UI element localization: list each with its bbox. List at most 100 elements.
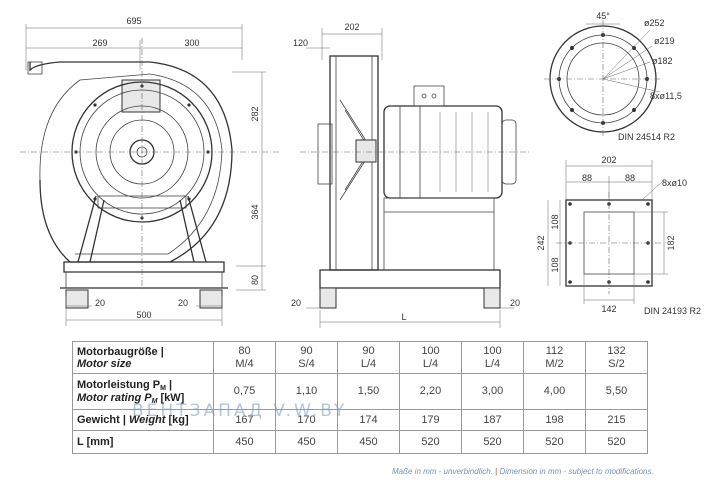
technical-drawing: 695 269 300 <box>20 11 701 328</box>
cell-rating: 5,50 <box>585 373 648 410</box>
header-rating-en-text: Motor rating P <box>77 391 152 404</box>
dim-square-lower: 108 <box>550 257 560 272</box>
dim-flange-angle: 45° <box>596 11 610 21</box>
cell-length: 520 <box>523 430 586 454</box>
header-rating-de-text: Motorleistung P <box>77 378 161 391</box>
dim-side-length: L <box>401 312 406 322</box>
cell-weight: 179 <box>399 409 462 431</box>
header-rating-sub: M <box>160 384 166 392</box>
header-weight-unit: [kg] <box>165 414 189 426</box>
footnote: Maße in mm - unverbindlich. | Dimension … <box>392 467 654 476</box>
dim-square-width: 202 <box>601 155 616 165</box>
cell-size-bottom: S/2 <box>608 357 625 370</box>
header-weight-de: Gewicht | <box>77 414 126 426</box>
cell-size-top: 80 <box>238 344 251 357</box>
square-flange-view: 202 88 88 8xø10 108 242 108 182 142 <box>536 155 701 316</box>
cell-size-top: 112 <box>545 344 564 357</box>
cell-rating: 2,20 <box>399 373 462 410</box>
cell-length: 520 <box>461 430 524 454</box>
dim-front-base: 80 <box>250 275 260 285</box>
header-rating-en-sub: M <box>151 397 158 405</box>
cell-size-top: 100 <box>421 344 440 357</box>
header-motor-size: Motorbaugröße | Motor size <box>72 341 214 374</box>
cell-weight: 198 <box>523 409 586 431</box>
cell-size-bottom: M/2 <box>545 357 564 370</box>
dim-square-inner-height: 182 <box>666 235 676 250</box>
header-motor-size-en: Motor size <box>77 357 132 370</box>
dim-flange-bolt-circle: ø219 <box>654 36 675 46</box>
dim-square-holes: 8xø10 <box>662 178 687 188</box>
cell-length: 450 <box>213 430 276 454</box>
round-flange-view: 45° ø252 ø219 ø182 8xø11,5 DIN 24514 R2 <box>544 11 682 142</box>
front-view: 695 269 300 <box>20 16 280 326</box>
cell-rating: 3,00 <box>461 373 524 410</box>
header-length: L [mm] <box>72 430 214 454</box>
cell-length: 450 <box>337 430 400 454</box>
cell-size-bottom: L/4 <box>484 357 501 370</box>
table-row-length: L [mm] 450 450 450 520 520 520 520 <box>72 430 648 454</box>
cell-length: 520 <box>399 430 462 454</box>
dim-square-half-right: 88 <box>625 173 635 183</box>
cell-size-bottom: M/4 <box>235 357 254 370</box>
table-row-weight: Gewicht | Weight [kg] 167 170 174 179 18… <box>72 409 648 431</box>
cell-weight: 187 <box>461 409 524 431</box>
dim-flange-outer: ø252 <box>644 18 665 28</box>
side-view: 202 120 20 20 <box>291 22 530 328</box>
dim-side-depth: 202 <box>344 22 359 32</box>
cell-rating: 4,00 <box>523 373 586 410</box>
dim-front-base-width: 500 <box>136 310 151 320</box>
cell-size-top: 100 <box>483 344 502 357</box>
dim-front-upper: 282 <box>250 106 260 121</box>
header-motor-size-de: Motorbaugröße | <box>77 345 164 358</box>
header-rating-de-sep: | <box>165 378 173 391</box>
dim-side-foot-left: 20 <box>291 298 301 308</box>
footnote-en: Dimension in mm - subject to modificatio… <box>499 467 654 476</box>
cell-weight: 215 <box>585 409 648 431</box>
dim-square-height: 242 <box>536 235 546 250</box>
header-rating-de: Motorleistung PM | <box>77 379 213 392</box>
dim-square-half-left: 88 <box>582 173 592 183</box>
cell-size-top: 132 <box>607 344 626 357</box>
header-rating-en-unit: [kW] <box>157 391 185 404</box>
cell-size-bottom: L/4 <box>422 357 439 370</box>
cell-size-bottom: S/4 <box>298 357 315 370</box>
cell-rating: 1,10 <box>275 373 338 410</box>
header-rating-en: Motor rating PM [kW] <box>77 392 213 405</box>
dim-flange-inner: ø182 <box>652 56 673 66</box>
cell-size-bottom: L/4 <box>360 357 377 370</box>
dim-flange-holes: 8xø11,5 <box>650 91 682 101</box>
cell-size-top: 90 <box>362 344 375 357</box>
table-row-motor-rating: Motorleistung PM | Motor rating PM [kW] … <box>72 373 648 410</box>
dim-front-left: 269 <box>92 38 107 48</box>
watermark: ВЕНТЗАПАД V.W.BY <box>132 401 348 421</box>
dim-front-foot-right: 20 <box>178 298 188 308</box>
cell-length: 450 <box>275 430 338 454</box>
dim-side-foot-right: 20 <box>510 298 520 308</box>
header-motor-rating: Motorleistung PM | Motor rating PM [kW] <box>72 373 214 410</box>
cell-rating: 1,50 <box>337 373 400 410</box>
cell-size-top: 90 <box>300 344 313 357</box>
dim-front-width: 695 <box>126 16 141 26</box>
dim-square-upper: 108 <box>550 214 560 229</box>
header-weight: Gewicht | Weight [kg] <box>72 409 214 431</box>
dim-square-inner-width: 142 <box>601 304 616 314</box>
standard-round: DIN 24514 R2 <box>618 132 675 142</box>
cell-weight: 167 <box>213 409 276 431</box>
dim-front-foot-left: 20 <box>95 298 105 308</box>
header-weight-en: Weight <box>128 414 166 426</box>
dim-side-inlet: 120 <box>293 38 308 48</box>
dim-front-lower: 364 <box>250 204 260 219</box>
standard-square: DIN 24193 R2 <box>644 306 701 316</box>
footnote-de: Maße in mm - unverbindlich. <box>392 467 493 476</box>
footnote-separator: | <box>492 467 500 476</box>
dim-front-right: 300 <box>184 38 199 48</box>
